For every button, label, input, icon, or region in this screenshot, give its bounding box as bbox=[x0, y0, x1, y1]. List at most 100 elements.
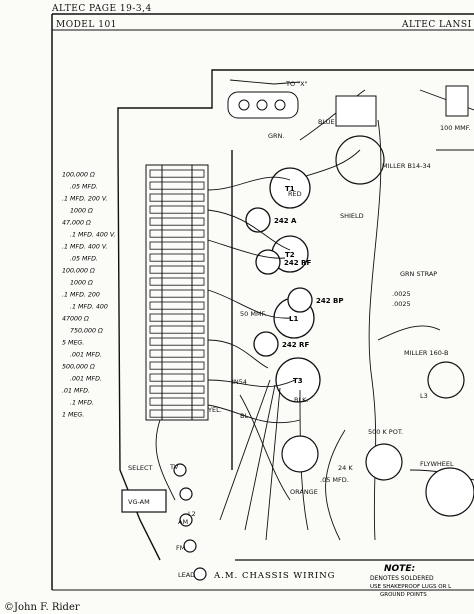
component-label: 1000 Ω bbox=[70, 280, 93, 287]
wire-color-label: YEL. bbox=[207, 406, 222, 414]
board-component bbox=[149, 265, 205, 274]
board-component bbox=[149, 193, 205, 202]
diagram-label: MILLER B14-34 bbox=[382, 162, 431, 170]
diagram-label: .0025 bbox=[392, 290, 411, 298]
component-label: .1 MFD. 400 bbox=[70, 304, 108, 311]
component-label: 47,000 Ω bbox=[62, 220, 91, 227]
board-component bbox=[149, 217, 205, 226]
diagram-label: VG-AM bbox=[128, 498, 150, 506]
wire-color-label: ORANGE bbox=[290, 488, 318, 496]
wire-color-label: RED bbox=[288, 190, 302, 198]
diagram-label: 24 K bbox=[338, 464, 353, 472]
potentiometers bbox=[281, 435, 474, 517]
component-label: 750,000 Ω bbox=[70, 328, 103, 335]
component-label: .001 MFD. bbox=[70, 352, 102, 359]
tube-socket: 242 RF bbox=[253, 331, 309, 357]
wiring-harness bbox=[155, 79, 474, 561]
board-component bbox=[149, 169, 205, 178]
note-box: NOTE: DENOTES SOLDERED USE SHAKEPROOF LU… bbox=[370, 564, 452, 598]
board-component bbox=[149, 289, 205, 298]
wire-color-label: BLK. bbox=[294, 396, 308, 404]
diagram-label: .0025 bbox=[392, 300, 411, 308]
tube-label: 242 BP bbox=[316, 297, 344, 305]
miller-coils bbox=[335, 135, 465, 399]
component-label: 47000 Ω bbox=[62, 316, 89, 323]
component-label: .1 MFD. bbox=[70, 400, 94, 407]
component-label: 100,000 Ω bbox=[62, 172, 95, 179]
note-heading: NOTE: bbox=[384, 564, 415, 574]
diagram-label: MILLER 160-B bbox=[404, 349, 448, 357]
board-component bbox=[149, 385, 205, 394]
component-board bbox=[145, 164, 209, 421]
component-label: 100,000 Ω bbox=[62, 268, 95, 275]
model-name: MODEL 101 bbox=[56, 20, 117, 30]
note-line-1: DENOTES SOLDERED bbox=[370, 575, 434, 582]
tube-socket: 242 A bbox=[245, 207, 297, 233]
diagram-label: AM bbox=[178, 518, 188, 526]
diagram-label: .05 MFD. bbox=[320, 476, 349, 484]
component-label: 1000 Ω bbox=[70, 208, 93, 215]
note-line-3: GROUND POINTS bbox=[380, 592, 427, 598]
board-component bbox=[149, 229, 205, 238]
tube-label: T1 bbox=[285, 185, 295, 193]
tube-label: T3 bbox=[293, 377, 303, 385]
board-component bbox=[149, 349, 205, 358]
component-label: 500,000 Ω bbox=[62, 364, 95, 371]
component-label: .05 MFD. bbox=[70, 256, 98, 263]
tube-label: 242 RF bbox=[284, 259, 311, 267]
diagram-label: 500 K POT. bbox=[368, 428, 403, 436]
select-switch bbox=[121, 463, 207, 581]
tube-label: L1 bbox=[289, 315, 298, 323]
board-component bbox=[149, 253, 205, 262]
tube-label: T2 bbox=[285, 251, 295, 259]
board-component bbox=[149, 373, 205, 382]
board-component bbox=[149, 313, 205, 322]
component-label: .1 MFD. 200 V. bbox=[62, 196, 108, 203]
board-component bbox=[149, 181, 205, 190]
tube-label: 242 RF bbox=[282, 341, 309, 349]
diagram-title: A.M. CHASSIS WIRING bbox=[213, 571, 335, 581]
component-label: .1 MFD. 400 V. bbox=[62, 244, 108, 251]
diagram-label: TO "X" bbox=[285, 80, 308, 88]
diagram-label: SELECT bbox=[128, 464, 152, 472]
board-component bbox=[149, 277, 205, 286]
diagram-label: LEAD bbox=[178, 571, 195, 579]
board-component bbox=[149, 325, 205, 334]
board-component bbox=[149, 397, 205, 406]
diagram-label: FM bbox=[176, 544, 185, 552]
diagram-label: L2 bbox=[188, 510, 196, 518]
component-label: 1 MEG. bbox=[62, 412, 84, 419]
tube-socket: 242 BP bbox=[287, 287, 344, 313]
note-line-2: USE SHAKEPROOF LUGS OR L bbox=[370, 584, 452, 590]
board-component bbox=[149, 301, 205, 310]
tube-socket: T3 bbox=[275, 357, 321, 403]
component-label: .001 MFD. bbox=[70, 376, 102, 383]
diagram-label: GRN STRAP bbox=[400, 270, 437, 278]
diagram-frame bbox=[51, 13, 474, 591]
diagram-label: 100 MMF. bbox=[440, 124, 470, 132]
board-component bbox=[149, 205, 205, 214]
board-component bbox=[149, 241, 205, 250]
board-components bbox=[149, 169, 205, 418]
component-label: .1 MFD. 200 bbox=[62, 292, 100, 299]
copyright-notice: ©John F. Rider bbox=[4, 602, 80, 613]
diagram-label: L3 bbox=[420, 392, 428, 400]
page-reference: ALTEC PAGE 19-3,4 bbox=[52, 4, 152, 14]
diagram-label: TV bbox=[169, 463, 179, 471]
wire-color-label: GRN. bbox=[268, 132, 284, 140]
diagram-label: 50 MMF. bbox=[240, 310, 266, 318]
tube-socket: T1 bbox=[269, 167, 311, 209]
component-label: .01 MFD. bbox=[62, 388, 90, 395]
tube-label: 242 A bbox=[274, 217, 297, 225]
component-label: .05 MFD. bbox=[70, 184, 98, 191]
board-component bbox=[149, 337, 205, 346]
board-component bbox=[149, 409, 205, 418]
manufacturer-name: ALTEC LANSI bbox=[402, 20, 472, 30]
board-component bbox=[149, 361, 205, 370]
diagram-label: FLYWHEEL bbox=[420, 460, 454, 468]
diagram-label: IN54 bbox=[232, 378, 247, 386]
